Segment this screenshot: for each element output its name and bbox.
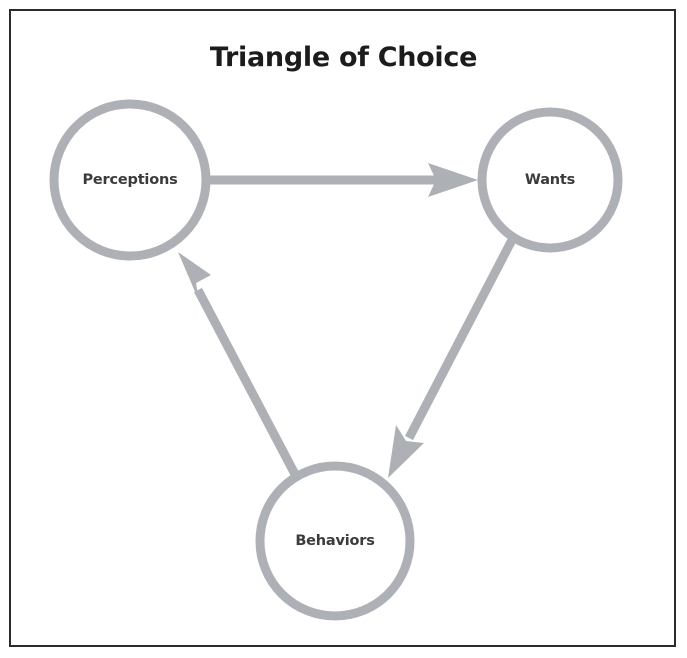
node-label-perceptions: Perceptions	[82, 172, 178, 188]
node-ring-perceptions[interactable]	[49, 99, 211, 261]
arrow-head	[388, 425, 424, 478]
arrow-behaviors-to-perceptions	[178, 252, 301, 481]
node-ring-wants[interactable]	[477, 107, 623, 253]
arrow-perceptions-to-wants	[208, 163, 478, 197]
arrow-shaft	[405, 235, 517, 441]
node-ring-behaviors[interactable]	[255, 461, 415, 621]
node-behaviors[interactable]: Behaviors	[256, 462, 414, 620]
arrow-head	[428, 163, 478, 197]
node-label-behaviors: Behaviors	[295, 533, 375, 549]
arrow-shaft	[194, 287, 301, 481]
node-label-wants: Wants	[524, 172, 576, 188]
node-perceptions[interactable]: Perceptions	[50, 100, 210, 260]
page-title: Triangle of Choice	[209, 42, 478, 73]
node-wants[interactable]: Wants	[478, 108, 622, 252]
arrow-head	[178, 252, 211, 301]
arrow-wants-to-behaviors	[388, 235, 517, 478]
